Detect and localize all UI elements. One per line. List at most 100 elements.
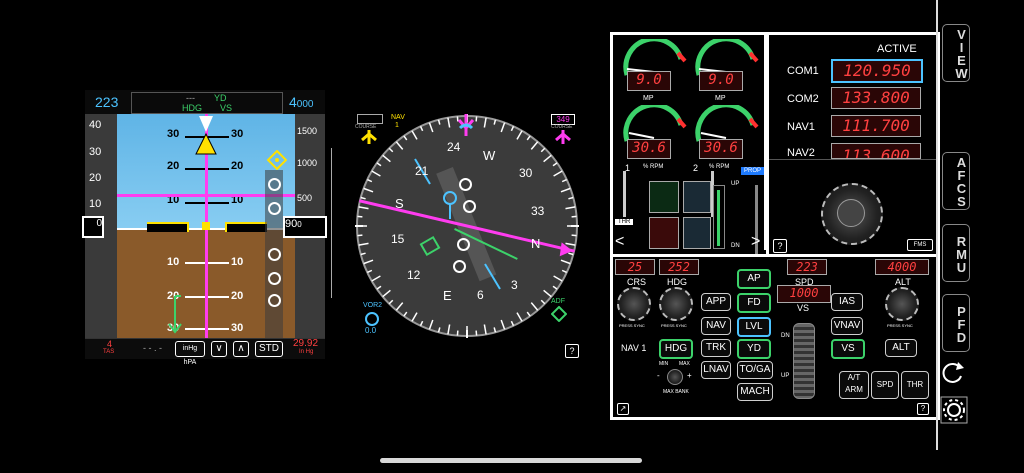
compass-label-6: 6 bbox=[477, 288, 484, 302]
engine-prev-button[interactable]: < bbox=[615, 233, 625, 250]
cdi-dot bbox=[457, 238, 470, 251]
hsi-panel: COURSE NAV 1 349 COURSE 24 W 30 33 N 3 6… bbox=[355, 108, 585, 358]
heading-bug-value[interactable]: 349 bbox=[551, 114, 575, 125]
radio-divider bbox=[769, 159, 937, 160]
compass-tick bbox=[500, 122, 506, 133]
prop-feather-icon[interactable] bbox=[683, 181, 711, 213]
baro-down-button[interactable]: ∨ bbox=[211, 341, 227, 357]
radio-help-button[interactable]: ? bbox=[773, 239, 787, 253]
compass-label-33: 33 bbox=[531, 204, 545, 218]
vs-wheel[interactable] bbox=[793, 323, 815, 399]
baro-unit-button[interactable]: inHg hPA bbox=[175, 341, 205, 366]
trk-button[interactable]: TRK bbox=[701, 339, 731, 357]
adf-diamond-icon bbox=[551, 306, 567, 322]
tuning-knob[interactable] bbox=[821, 183, 883, 245]
max-bank-knob[interactable] bbox=[667, 369, 683, 385]
prop-feather-icon-2[interactable] bbox=[683, 217, 711, 249]
hdg-knob[interactable] bbox=[659, 287, 693, 321]
com1-label[interactable]: COM1 bbox=[787, 65, 819, 77]
speed-bug-value[interactable]: 223 bbox=[95, 94, 119, 110]
rpm-gauge-left-icon bbox=[623, 105, 687, 142]
course-label-right: COURSE bbox=[551, 124, 573, 130]
at-arm-button[interactable]: A/T ARM bbox=[839, 371, 869, 399]
ias-button[interactable]: IAS bbox=[831, 293, 863, 311]
compass-tick bbox=[540, 147, 546, 153]
altitude-bug-value[interactable]: 4000 bbox=[289, 94, 314, 110]
compass-tick bbox=[483, 117, 487, 128]
panel-separator bbox=[764, 34, 767, 250]
vnav-button[interactable]: VNAV bbox=[831, 317, 863, 335]
compass-tick bbox=[366, 269, 373, 274]
gs-dot bbox=[268, 178, 281, 191]
nav1-label[interactable]: NAV1 bbox=[787, 121, 815, 133]
mp-right-display: 9.0 bbox=[699, 71, 743, 91]
bank-minus: - bbox=[657, 371, 660, 380]
pitch-label-neg10-r: 10 bbox=[231, 256, 244, 268]
nav2-label[interactable]: NAV2 bbox=[787, 147, 815, 159]
vs-button[interactable]: VS bbox=[831, 339, 865, 359]
fd-button[interactable]: FD bbox=[737, 293, 771, 313]
crs-knob[interactable] bbox=[617, 287, 651, 321]
airspeed-tape: 40 30 20 10 0 bbox=[82, 114, 117, 338]
crs-display: 25 bbox=[615, 259, 655, 275]
prop-lever-track[interactable] bbox=[755, 185, 758, 255]
hdg-button[interactable]: HDG bbox=[659, 339, 693, 359]
baro-value: 29.92 bbox=[293, 338, 319, 349]
expand-icon[interactable]: ↗ bbox=[617, 403, 629, 415]
baro-up-button[interactable]: ∧ bbox=[233, 341, 249, 357]
alt-button[interactable]: ALT bbox=[885, 339, 917, 357]
throttle-lever-right[interactable] bbox=[711, 171, 714, 217]
vs-up-label: UP bbox=[781, 373, 790, 379]
aircraft-wing-left bbox=[147, 222, 189, 232]
lvl-button[interactable]: LVL bbox=[737, 317, 771, 337]
com2-label[interactable]: COM2 bbox=[787, 93, 819, 105]
home-indicator[interactable] bbox=[380, 458, 642, 463]
bearing-pointer-icon bbox=[555, 130, 571, 144]
active-label: ACTIVE bbox=[877, 43, 917, 55]
lnav-button[interactable]: LNAV bbox=[701, 361, 731, 379]
compass-tick bbox=[500, 319, 506, 330]
course-label: COURSE bbox=[355, 124, 377, 130]
app-button[interactable]: APP bbox=[701, 293, 731, 311]
compass-tick bbox=[360, 252, 366, 256]
speed-readout: 0 bbox=[82, 216, 104, 238]
view-button[interactable]: VIEW bbox=[942, 24, 970, 82]
rpm-left-display: 30.6 bbox=[627, 139, 671, 159]
pitch-label-neg10: 10 bbox=[167, 256, 180, 268]
tuning-knob-inner[interactable] bbox=[837, 199, 865, 227]
pfd-button[interactable]: PFD bbox=[942, 294, 970, 352]
spd-button[interactable]: SPD bbox=[871, 371, 899, 399]
throttle-lever-left[interactable] bbox=[623, 171, 626, 217]
rmu-button[interactable]: RMU bbox=[942, 224, 970, 282]
refresh-icon[interactable] bbox=[940, 360, 966, 386]
settings-gear-icon[interactable] bbox=[940, 396, 968, 424]
fms-button[interactable]: FMS bbox=[907, 239, 933, 251]
nav1-frequency[interactable]: 111.700 bbox=[831, 115, 921, 137]
afcs-button[interactable]: AFCS bbox=[942, 152, 970, 210]
ap-button[interactable]: AP bbox=[737, 269, 771, 289]
thr-button[interactable]: THR bbox=[901, 371, 929, 399]
std-button[interactable]: STD bbox=[255, 341, 283, 357]
com1-frequency[interactable]: 120.950 bbox=[831, 59, 923, 83]
vs-scale bbox=[331, 148, 341, 298]
nav-button[interactable]: NAV bbox=[701, 317, 731, 335]
rpm-gauge-right-icon bbox=[695, 105, 759, 142]
fuel-pump-red-icon[interactable] bbox=[649, 217, 679, 249]
hsi-help-button[interactable]: ? bbox=[565, 344, 579, 358]
yd-button[interactable]: YD bbox=[737, 339, 771, 359]
max-label: MAX bbox=[679, 361, 690, 367]
alt-knob[interactable] bbox=[885, 287, 919, 321]
compass-tick bbox=[403, 311, 408, 317]
compass-tick bbox=[552, 285, 558, 290]
nav-label: NAV bbox=[391, 114, 405, 121]
com2-frequency[interactable]: 133.800 bbox=[831, 87, 921, 109]
engine-next-button[interactable]: > bbox=[751, 233, 761, 250]
nav2-frequency[interactable]: 113.600 bbox=[831, 143, 921, 159]
fuel-pump-green-icon[interactable] bbox=[649, 181, 679, 213]
toga-button[interactable]: TO/GA bbox=[737, 361, 773, 379]
cdi-dot bbox=[463, 200, 476, 213]
alt-tick-1500: 1500 bbox=[297, 126, 318, 136]
mach-button[interactable]: MACH bbox=[737, 383, 773, 401]
afcs-help-button[interactable]: ? bbox=[917, 403, 929, 415]
compass-tick bbox=[568, 252, 574, 256]
